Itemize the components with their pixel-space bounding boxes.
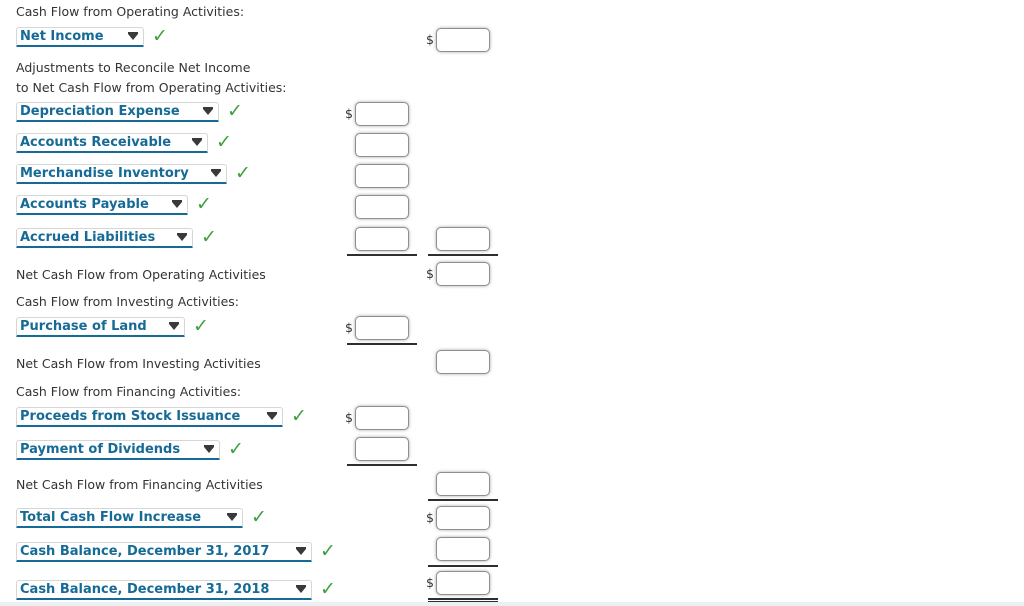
financing-section-header: Cash Flow from Financing Activities: bbox=[16, 384, 242, 399]
investing-section-header: Cash Flow from Investing Activities: bbox=[16, 294, 240, 309]
dropdown-arrow-icon bbox=[128, 32, 138, 40]
check-icon: ✓ bbox=[291, 405, 307, 427]
amount-input-accounts-payable[interactable] bbox=[355, 195, 409, 219]
dropdown-total-cash-flow-increase-label: Total Cash Flow Increase bbox=[20, 510, 202, 525]
bottom-divider bbox=[0, 602, 1024, 606]
subtotal-rule bbox=[347, 464, 417, 466]
check-icon: ✓ bbox=[320, 540, 336, 562]
subtotal-rule bbox=[428, 254, 498, 256]
dropdown-arrow-icon bbox=[192, 138, 202, 146]
subtotal-rule bbox=[347, 343, 417, 345]
dropdown-cash-balance-2018[interactable]: Cash Balance, December 31, 2018 bbox=[16, 580, 312, 600]
subtotal-rule bbox=[347, 254, 417, 256]
check-icon: ✓ bbox=[228, 438, 244, 460]
check-icon: ✓ bbox=[251, 506, 267, 528]
dropdown-arrow-icon bbox=[227, 513, 237, 521]
currency-symbol: $ bbox=[426, 575, 434, 590]
dropdown-arrow-icon bbox=[169, 322, 179, 330]
dropdown-accounts-receivable-label: Accounts Receivable bbox=[20, 135, 172, 150]
amount-input-accrued-liabilities[interactable] bbox=[355, 227, 409, 251]
dropdown-net-income-label: Net Income bbox=[20, 29, 104, 44]
dropdown-arrow-icon bbox=[296, 585, 306, 593]
dropdown-arrow-icon bbox=[177, 233, 187, 241]
amount-input-net-financing[interactable] bbox=[436, 472, 490, 496]
dropdown-accrued-liabilities-label: Accrued Liabilities bbox=[20, 230, 156, 245]
dropdown-proceeds-from-stock-issuance-label: Proceeds from Stock Issuance bbox=[20, 409, 241, 424]
check-icon: ✓ bbox=[320, 578, 336, 600]
dropdown-arrow-icon bbox=[296, 547, 306, 555]
dropdown-cash-balance-2017-label: Cash Balance, December 31, 2017 bbox=[20, 544, 270, 559]
dropdown-accounts-payable-label: Accounts Payable bbox=[20, 197, 149, 212]
currency-symbol: $ bbox=[426, 510, 434, 525]
adjustments-label-line1: Adjustments to Reconcile Net Income bbox=[16, 60, 251, 75]
amount-input-accounts-receivable[interactable] bbox=[355, 133, 409, 157]
amount-input-net-income[interactable] bbox=[436, 28, 490, 52]
net-operating-label: Net Cash Flow from Operating Activities bbox=[16, 267, 266, 282]
amount-input-cash-balance-2018[interactable] bbox=[436, 571, 490, 595]
dropdown-net-income[interactable]: Net Income bbox=[16, 27, 144, 47]
amount-input-merchandise-inventory[interactable] bbox=[355, 164, 409, 188]
dropdown-cash-balance-2017[interactable]: Cash Balance, December 31, 2017 bbox=[16, 542, 312, 562]
amount-input-payment-of-dividends[interactable] bbox=[355, 437, 409, 461]
amount-input-net-investing[interactable] bbox=[436, 350, 490, 374]
dropdown-proceeds-from-stock-issuance[interactable]: Proceeds from Stock Issuance bbox=[16, 407, 283, 427]
currency-symbol: $ bbox=[345, 106, 353, 121]
dropdown-arrow-icon bbox=[267, 412, 277, 420]
amount-input-proceeds-from-stock-issuance[interactable] bbox=[355, 406, 409, 430]
currency-symbol: $ bbox=[426, 32, 434, 47]
dropdown-accrued-liabilities[interactable]: Accrued Liabilities bbox=[16, 228, 193, 248]
dropdown-arrow-icon bbox=[211, 169, 221, 177]
amount-input-net-operating[interactable] bbox=[436, 262, 490, 286]
dropdown-merchandise-inventory[interactable]: Merchandise Inventory bbox=[16, 164, 227, 184]
amount-input-cash-balance-2017[interactable] bbox=[436, 537, 490, 561]
amount-input-adjustments-total[interactable] bbox=[436, 227, 490, 251]
dropdown-merchandise-inventory-label: Merchandise Inventory bbox=[20, 166, 189, 181]
check-icon: ✓ bbox=[235, 162, 251, 184]
check-icon: ✓ bbox=[227, 100, 243, 122]
dropdown-payment-of-dividends[interactable]: Payment of Dividends bbox=[16, 440, 220, 460]
dropdown-arrow-icon bbox=[203, 107, 213, 115]
currency-symbol: $ bbox=[345, 320, 353, 335]
subtotal-rule bbox=[428, 499, 498, 501]
currency-symbol: $ bbox=[345, 410, 353, 425]
amount-input-total-cash-flow-increase[interactable] bbox=[436, 506, 490, 530]
check-icon: ✓ bbox=[216, 131, 232, 153]
dropdown-accounts-payable[interactable]: Accounts Payable bbox=[16, 195, 188, 215]
net-financing-label: Net Cash Flow from Financing Activities bbox=[16, 477, 263, 492]
net-investing-label: Net Cash Flow from Investing Activities bbox=[16, 356, 261, 371]
dropdown-cash-balance-2018-label: Cash Balance, December 31, 2018 bbox=[20, 582, 270, 597]
dropdown-arrow-icon bbox=[204, 445, 214, 453]
operating-section-header: Cash Flow from Operating Activities: bbox=[16, 4, 245, 19]
dropdown-depreciation-expense-label: Depreciation Expense bbox=[20, 104, 180, 119]
dropdown-purchase-of-land-label: Purchase of Land bbox=[20, 319, 147, 334]
dropdown-purchase-of-land[interactable]: Purchase of Land bbox=[16, 317, 185, 337]
check-icon: ✓ bbox=[196, 193, 212, 215]
dropdown-accounts-receivable[interactable]: Accounts Receivable bbox=[16, 133, 208, 153]
dropdown-depreciation-expense[interactable]: Depreciation Expense bbox=[16, 102, 219, 122]
amount-input-purchase-of-land[interactable] bbox=[355, 316, 409, 340]
dropdown-total-cash-flow-increase[interactable]: Total Cash Flow Increase bbox=[16, 508, 243, 528]
subtotal-rule bbox=[428, 565, 498, 567]
currency-symbol: $ bbox=[426, 266, 434, 281]
dropdown-arrow-icon bbox=[172, 200, 182, 208]
adjustments-label-line2: to Net Cash Flow from Operating Activiti… bbox=[16, 80, 287, 95]
check-icon: ✓ bbox=[193, 315, 209, 337]
amount-input-depreciation-expense[interactable] bbox=[355, 102, 409, 126]
dropdown-payment-of-dividends-label: Payment of Dividends bbox=[20, 442, 181, 457]
check-icon: ✓ bbox=[201, 226, 217, 248]
check-icon: ✓ bbox=[152, 25, 168, 47]
